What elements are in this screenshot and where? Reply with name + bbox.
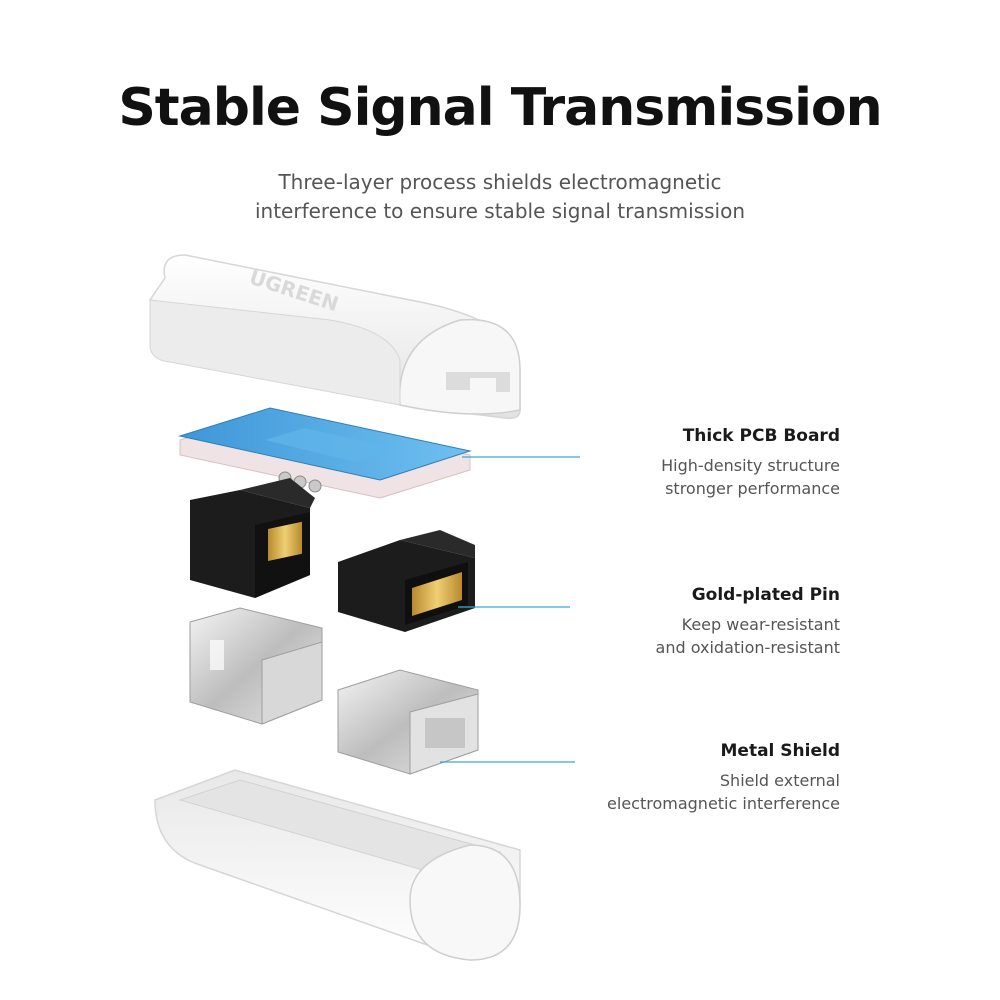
top-shell-icon: UGREEN (148, 254, 521, 420)
pcb-board-icon (178, 407, 472, 499)
feature-desc-line-1: Keep wear-resistant (681, 615, 840, 634)
feature-title: Gold-plated Pin (691, 585, 840, 605)
feature-desc-line-2: stronger performance (665, 479, 840, 498)
feature-pcb-board: Thick PCB Board High-density structure s… (500, 426, 840, 500)
right-rj45-jack-icon (338, 530, 475, 632)
bottom-shell-icon (154, 769, 521, 961)
left-rj45-jack-icon (190, 478, 315, 598)
feature-desc-line-1: Shield external (719, 771, 840, 790)
subtitle-line-1: Three-layer process shields electromagne… (278, 170, 722, 194)
feature-metal-shield: Metal Shield Shield external electromagn… (500, 741, 840, 815)
feature-title: Metal Shield (720, 741, 841, 761)
page-subtitle: Three-layer process shields electromagne… (0, 168, 1000, 226)
right-metal-shield-icon (337, 669, 479, 775)
page-title: Stable Signal Transmission (118, 78, 882, 138)
feature-gold-pin: Gold-plated Pin Keep wear-resistant and … (500, 585, 840, 659)
subtitle-line-2: interference to ensure stable signal tra… (254, 199, 746, 223)
feature-title: Thick PCB Board (682, 426, 840, 446)
left-metal-shield-icon (189, 607, 323, 725)
feature-desc-line-2: electromagnetic interference (607, 794, 840, 813)
feature-desc-line-2: and oxidation-resistant (655, 638, 840, 657)
feature-desc-line-1: High-density structure (661, 456, 840, 475)
